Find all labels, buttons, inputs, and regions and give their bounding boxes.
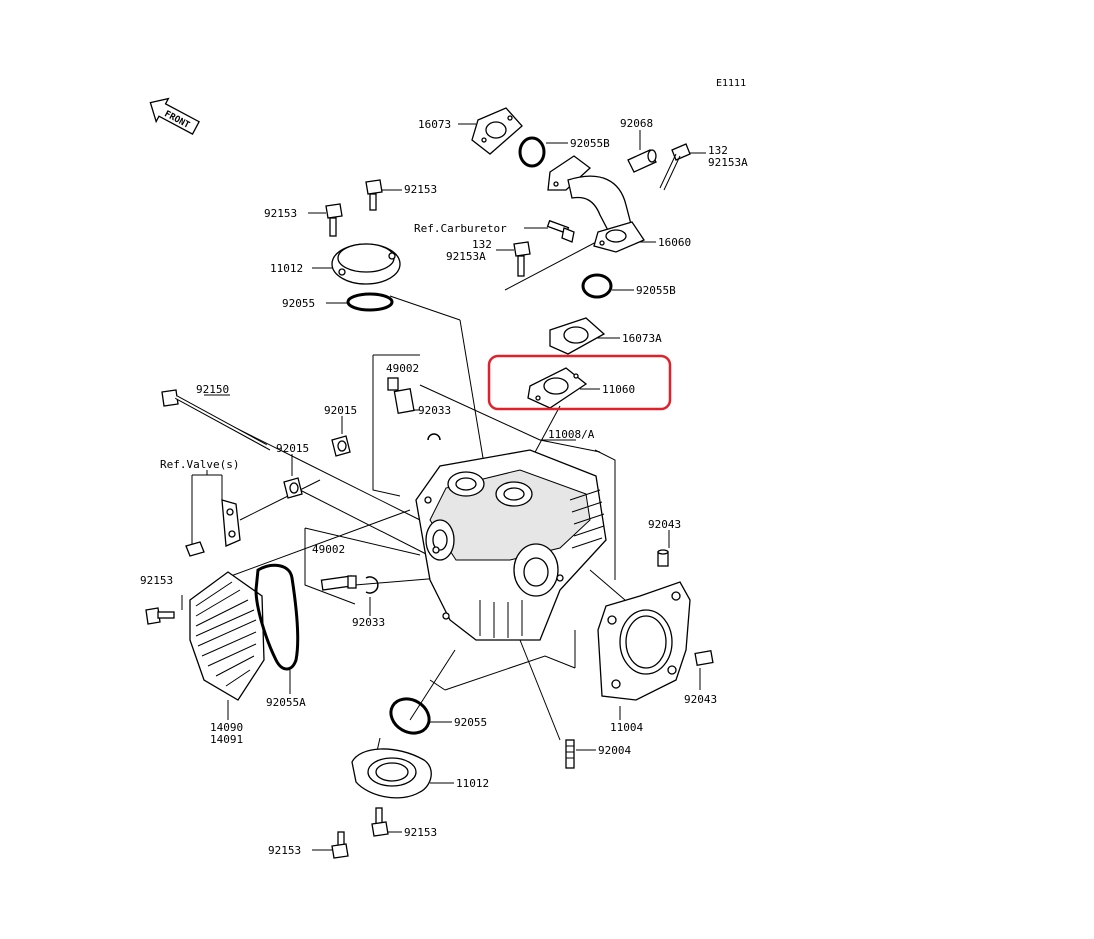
label-92153-cover: 92153 [140, 574, 173, 587]
cover-14090-14091 [189, 571, 265, 701]
intake-pipe-16060 [547, 155, 645, 253]
bolt-132-92153a-top [659, 143, 691, 191]
label-92033-top: 92033 [418, 404, 451, 417]
tappet-49002-bottom [320, 575, 357, 591]
cylinder-head-11008a [415, 449, 607, 641]
tappet-49002-top [387, 377, 415, 414]
flange-16073a [549, 317, 606, 355]
cap-11012-top [331, 243, 401, 285]
label-132-b: 132 [472, 238, 492, 251]
label-14091: 14091 [210, 733, 243, 746]
label-49002-bottom: 49002 [312, 543, 345, 556]
bolt-92153-bottom-right [371, 807, 389, 837]
gasket-11060 [527, 367, 588, 409]
label-14090: 14090 [210, 721, 243, 734]
stud-92004 [565, 739, 575, 769]
label-92153-bottom-right: 92153 [404, 826, 437, 839]
label-92153-left: 92153 [264, 207, 297, 220]
oring-92055a [254, 563, 300, 671]
label-ref-valve: Ref.Valve(s) [160, 458, 239, 471]
parts [145, 107, 714, 859]
diagram-code: E1111 [716, 78, 746, 89]
label-92055-top: 92055 [282, 297, 315, 310]
dowel-92043-top [657, 549, 669, 567]
bolt-132-92153a-mid [513, 241, 531, 277]
label-92043-bottom: 92043 [684, 693, 717, 706]
bolt-92153-left [325, 203, 343, 237]
label-92153a-a: 92153A [708, 156, 748, 169]
label-92043-top: 92043 [648, 518, 681, 531]
label-92153-bolt-top: 92153 [404, 183, 437, 196]
part-labels: 16073 92055B 92068 132 92153A 92153 9215… [140, 117, 748, 857]
label-16073-top: 16073 [418, 118, 451, 131]
gasket-11004 [597, 581, 691, 701]
label-92055b-top: 92055B [570, 137, 610, 150]
oring-92055b-mid [581, 273, 613, 299]
stud-92150 [161, 389, 267, 448]
clip-92033-bottom [365, 576, 379, 594]
bracket-ref-valve [185, 499, 241, 557]
collar-92068 [627, 149, 657, 173]
label-11008a: 11008/A [548, 428, 595, 441]
front-arrow-icon: FRONT [149, 97, 200, 135]
label-92153-bottom-left: 92153 [268, 844, 301, 857]
oring-92055-bottom [389, 697, 431, 735]
bolt-92153-top [365, 179, 383, 211]
label-92033-bottom: 92033 [352, 616, 385, 629]
label-49002-top: 49002 [386, 362, 419, 375]
label-11012-top: 11012 [270, 262, 303, 275]
highlight-box-11060 [487, 354, 672, 411]
label-92015-a: 92015 [324, 404, 357, 417]
label-16060: 16060 [658, 236, 691, 249]
label-92055b-mid: 92055B [636, 284, 676, 297]
label-16073a: 16073A [622, 332, 662, 345]
label-11060: 11060 [602, 383, 635, 396]
oring-92055b-top [518, 136, 546, 168]
nut-92015-b [283, 477, 303, 499]
clip-92033-top [427, 433, 441, 441]
label-92150: 92150 [196, 383, 229, 396]
label-92068: 92068 [620, 117, 653, 130]
flange-16073-top [471, 107, 523, 155]
bolt-92153-cover [145, 607, 175, 625]
label-92055a: 92055A [266, 696, 306, 709]
label-132-a: 132 [708, 144, 728, 157]
oring-92055-top [346, 292, 394, 312]
label-92153a-b: 92153A [446, 250, 486, 263]
nut-92015-a [331, 435, 351, 457]
cap-11012-bottom [351, 748, 432, 799]
label-ref-carburetor: Ref.Carburetor [414, 222, 507, 235]
dowel-92043-bottom [694, 649, 714, 667]
label-92055-bottom: 92055 [454, 716, 487, 729]
label-92004: 92004 [598, 744, 631, 757]
label-92015-b: 92015 [276, 442, 309, 455]
bolt-92153-bottom-left [331, 831, 349, 859]
label-11012-bottom: 11012 [456, 777, 489, 790]
label-11004: 11004 [610, 721, 643, 734]
bolt-ref-carburetor [546, 219, 575, 243]
